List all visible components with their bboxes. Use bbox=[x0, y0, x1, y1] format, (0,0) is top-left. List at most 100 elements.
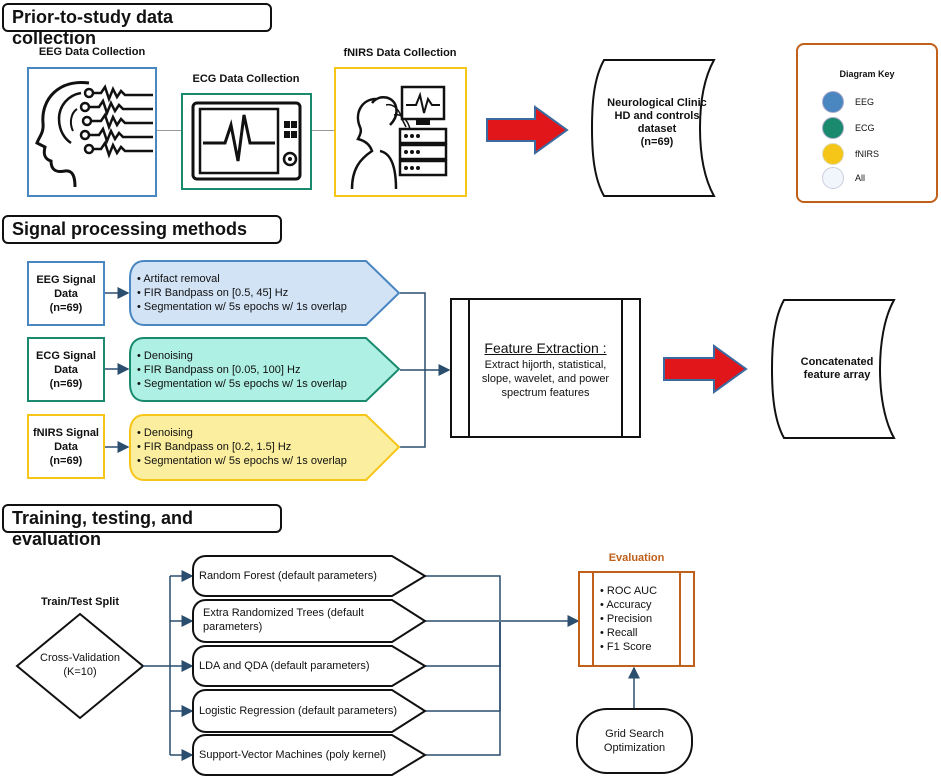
feature-array-line: feature array bbox=[803, 369, 871, 381]
key-swatch-eeg bbox=[822, 91, 844, 113]
model-rf: Random Forest (default parameters) bbox=[199, 569, 377, 583]
ecg-signal-line: Data bbox=[54, 363, 78, 376]
model-line: Random Forest (default parameters) bbox=[199, 570, 377, 582]
key-item-ecg: ECG bbox=[822, 117, 875, 139]
ecg-signal-line: ECG Signal bbox=[36, 349, 96, 362]
ecg-monitor-icon bbox=[191, 101, 302, 181]
cross-validation-text: Cross-Validation (K=10) bbox=[20, 651, 140, 679]
feature-right-bar bbox=[621, 300, 623, 436]
feature-line: spectrum features bbox=[501, 387, 590, 399]
grid-search-line: Optimization bbox=[603, 742, 666, 754]
fnirs-step: Denoising bbox=[137, 426, 347, 440]
cv-line: (K=10) bbox=[63, 666, 97, 678]
metric-item: F1 Score bbox=[600, 640, 657, 654]
evaluation-metrics: ROC AUC Accuracy Precision Recall F1 Sco… bbox=[600, 584, 657, 654]
model-shape-svm bbox=[192, 734, 427, 776]
fnirs-collection-box bbox=[334, 67, 467, 197]
feature-extraction-title: Feature Extraction : bbox=[484, 340, 607, 356]
model-line: parameters) bbox=[203, 621, 263, 633]
model-line: Extra Randomized Trees (default bbox=[203, 607, 364, 619]
eeg-collection-label: EEG Data Collection bbox=[38, 46, 146, 58]
feature-extraction-desc: Extract hijorth, statistical, slope, wav… bbox=[452, 358, 639, 400]
ecg-collection-label: ECG Data Collection bbox=[192, 73, 300, 85]
cv-line: Cross-Validation bbox=[40, 652, 120, 664]
grid-search-box bbox=[576, 708, 693, 774]
key-item-fnirs: fNIRS bbox=[822, 143, 879, 165]
key-swatch-all bbox=[822, 167, 844, 189]
section-title-collection: Prior-to-study data collection bbox=[2, 3, 272, 48]
ecg-signal-data-box: ECG Signal Data (n=69) bbox=[27, 337, 105, 402]
metric-item: ROC AUC bbox=[600, 584, 657, 598]
model-shape-rf bbox=[192, 555, 427, 597]
ecg-steps-list: Denoising FIR Bandpass on [0.05, 100] Hz… bbox=[137, 349, 347, 391]
fnirs-signal-data-box: fNIRS Signal Data (n=69) bbox=[27, 414, 105, 479]
dataset-line: HD and controls bbox=[614, 110, 700, 122]
model-line: Logistic Regression (default parameters) bbox=[199, 705, 398, 717]
feature-left-bar bbox=[468, 300, 470, 436]
metric-item: Accuracy bbox=[600, 598, 657, 612]
processing-connectors bbox=[105, 287, 451, 453]
eeg-signal-line: EEG Signal bbox=[36, 273, 96, 286]
model-shape-lda bbox=[192, 645, 427, 687]
key-swatch-fnirs bbox=[822, 143, 844, 165]
connector-ecg-fnirs bbox=[312, 130, 334, 131]
key-item-eeg: EEG bbox=[822, 91, 874, 113]
dataset-text: Neurological Clinic HD and controls data… bbox=[592, 97, 722, 149]
ecg-signal-line: (n=69) bbox=[49, 377, 83, 390]
eeg-step: Segmentation w/ 5s epochs w/ 1s overlap bbox=[137, 300, 347, 314]
ecg-step: Segmentation w/ 5s epochs w/ 1s overlap bbox=[137, 377, 347, 391]
dataset-line: (n=69) bbox=[640, 136, 674, 148]
arrow-to-feature-array bbox=[663, 344, 748, 394]
model-shape-lr bbox=[192, 689, 427, 733]
feature-array-text: Concatenated feature array bbox=[772, 356, 902, 382]
dataset-scroll-shape bbox=[590, 59, 716, 197]
model-line: Support-Vector Machines (poly kernel) bbox=[199, 749, 387, 761]
model-line: LDA and QDA (default parameters) bbox=[199, 660, 370, 672]
fnirs-person-icon bbox=[350, 85, 448, 190]
eeg-head-icon bbox=[35, 81, 153, 188]
feature-line: Extract hijorth, statistical, bbox=[484, 359, 607, 371]
key-swatch-ecg bbox=[822, 117, 844, 139]
eeg-step: FIR Bandpass on [0.5, 45] Hz bbox=[137, 286, 347, 300]
ecg-step: Denoising bbox=[137, 349, 347, 363]
cross-validation-diamond bbox=[15, 612, 145, 720]
fnirs-step: Segmentation w/ 5s epochs w/ 1s overlap bbox=[137, 454, 347, 468]
section-title-processing: Signal processing methods bbox=[2, 215, 282, 244]
model-shape-ert bbox=[192, 599, 427, 643]
dataset-line: dataset bbox=[637, 123, 677, 135]
connector-eeg-ecg bbox=[157, 130, 181, 131]
grid-search-line: Grid Search bbox=[605, 728, 664, 740]
key-item-all: All bbox=[822, 167, 865, 189]
model-lr: Logistic Regression (default parameters) bbox=[199, 704, 397, 718]
fnirs-steps-list: Denoising FIR Bandpass on [0.2, 1.5] Hz … bbox=[137, 426, 347, 468]
fnirs-signal-line: (n=69) bbox=[49, 454, 83, 467]
train-test-split-label: Train/Test Split bbox=[40, 596, 120, 608]
diagram-key-title: Diagram Key bbox=[839, 69, 895, 79]
training-shapes bbox=[15, 555, 695, 776]
key-label-eeg: EEG bbox=[855, 97, 875, 107]
feature-array-scroll-shape bbox=[770, 299, 896, 439]
arrow-to-dataset bbox=[486, 105, 569, 155]
feature-line: slope, wavelet, and power bbox=[481, 373, 610, 385]
feature-array-line: Concatenated bbox=[800, 356, 874, 368]
eeg-steps-list: Artifact removal FIR Bandpass on [0.5, 4… bbox=[137, 272, 347, 314]
eeg-signal-line: (n=69) bbox=[49, 301, 83, 314]
fnirs-signal-line: fNIRS Signal bbox=[32, 426, 99, 439]
fnirs-signal-line: Data bbox=[54, 440, 78, 453]
metric-item: Precision bbox=[600, 612, 657, 626]
eeg-signal-data-box: EEG Signal Data (n=69) bbox=[27, 261, 105, 326]
eeg-signal-line: Data bbox=[54, 287, 78, 300]
fnirs-collection-label: fNIRS Data Collection bbox=[343, 47, 457, 59]
evaluation-title: Evaluation bbox=[608, 552, 665, 564]
section-title-training: Training, testing, and evaluation bbox=[2, 504, 282, 549]
model-ert: Extra Randomized Trees (default paramete… bbox=[203, 606, 364, 634]
diagram-key: Diagram Key EEG ECG fNIRS All bbox=[796, 43, 938, 203]
key-label-fnirs: fNIRS bbox=[855, 149, 880, 159]
eeg-collection-box bbox=[27, 67, 157, 197]
fnirs-step: FIR Bandpass on [0.2, 1.5] Hz bbox=[137, 440, 347, 454]
key-label-ecg: ECG bbox=[855, 123, 875, 133]
grid-search-text: Grid Search Optimization bbox=[577, 727, 692, 755]
ecg-step: FIR Bandpass on [0.05, 100] Hz bbox=[137, 363, 347, 377]
feature-extraction-box: Feature Extraction : Extract hijorth, st… bbox=[450, 298, 641, 438]
model-lda: LDA and QDA (default parameters) bbox=[199, 659, 370, 673]
